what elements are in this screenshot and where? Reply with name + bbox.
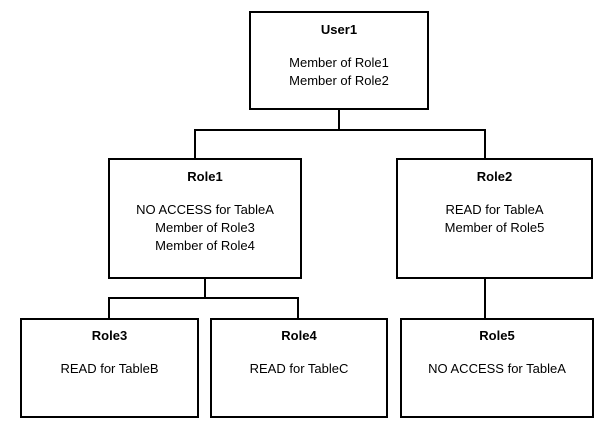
node-role1-line-2: Member of Role3 [155, 220, 255, 235]
edge-user1-to-role1 [194, 110, 340, 158]
node-role2[interactable]: Role2 READ for TableA Member of Role5 [396, 158, 593, 279]
node-role2-line-2: Member of Role5 [444, 220, 545, 235]
node-role2-body: READ for TableA Member of Role5 [398, 201, 591, 237]
node-role1[interactable]: Role1 NO ACCESS for TableA Member of Rol… [108, 158, 302, 279]
node-user1-body: Member of Role1 Member of Role2 [251, 54, 427, 90]
node-role5-title: Role5 [479, 328, 515, 343]
node-role2-title: Role2 [476, 169, 513, 184]
node-role5[interactable]: Role5 NO ACCESS for TableA [400, 318, 594, 418]
node-role3-line-1: READ for TableB [60, 361, 159, 376]
edge-user1-to-role2 [339, 129, 486, 158]
node-role1-line-3: Member of Role4 [155, 238, 255, 253]
node-role4[interactable]: Role4 READ for TableC [210, 318, 388, 418]
node-role3-body: READ for TableB [22, 360, 197, 378]
node-role1-line-1: NO ACCESS for TableA [136, 202, 274, 217]
node-user1-title: User1 [320, 22, 358, 37]
node-role4-body: READ for TableC [212, 360, 386, 378]
edge-role1-to-role4 [205, 297, 299, 318]
node-role5-line-1: NO ACCESS for TableA [428, 361, 566, 376]
node-role3[interactable]: Role3 READ for TableB [20, 318, 199, 418]
node-role2-line-1: READ for TableA [445, 202, 544, 217]
node-user1[interactable]: User1 Member of Role1 Member of Role2 [249, 11, 429, 110]
edge-role1-to-role3 [108, 279, 206, 318]
node-role5-body: NO ACCESS for TableA [402, 360, 592, 378]
node-role4-title: Role4 [281, 328, 317, 343]
node-role3-title: Role3 [91, 328, 128, 343]
node-user1-line-2: Member of Role2 [289, 73, 389, 88]
node-role1-title: Role1 [187, 169, 223, 184]
node-role4-line-1: READ for TableC [249, 361, 349, 376]
node-role1-body: NO ACCESS for TableA Member of Role3 Mem… [110, 201, 300, 255]
node-user1-line-1: Member of Role1 [289, 55, 389, 70]
